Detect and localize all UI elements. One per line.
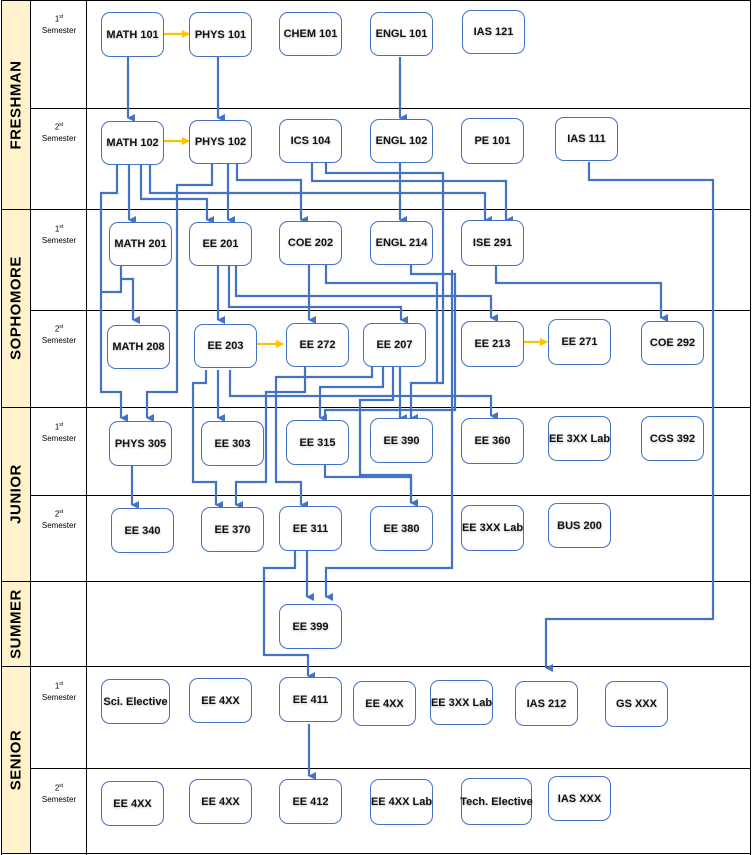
- course-ias-xxx[interactable]: IAS XXX: [548, 776, 611, 821]
- grid-line: [1, 0, 2, 855]
- course-ee-390[interactable]: EE 390: [370, 418, 433, 463]
- course-ee-4xx-senior-1b[interactable]: EE 4XX: [353, 681, 416, 726]
- course-ee-412[interactable]: EE 412: [279, 779, 342, 824]
- course-ee-3xx-lab-senior[interactable]: EE 3XX Lab: [430, 680, 493, 725]
- course-gs-xxx[interactable]: GS XXX: [605, 681, 668, 727]
- course-ee-411[interactable]: EE 411: [279, 677, 342, 722]
- course-ee-207[interactable]: EE 207: [363, 323, 426, 367]
- course-pe-101[interactable]: PE 101: [461, 118, 524, 164]
- connector-math102-ise291: [148, 165, 492, 224]
- course-ias-121[interactable]: IAS 121: [462, 10, 525, 54]
- course-ee-311[interactable]: EE 311: [279, 506, 342, 551]
- connector-ee311-ee411: [262, 550, 315, 680]
- course-bus-200[interactable]: BUS 200: [548, 503, 611, 548]
- course-engl-102[interactable]: ENGL 102: [370, 119, 433, 163]
- connector-ee203-ee360: [228, 370, 498, 420]
- course-phys-102[interactable]: PHYS 102: [189, 120, 252, 164]
- course-math-101[interactable]: MATH 101: [101, 12, 164, 57]
- year-band-senior: SENIOR: [2, 666, 31, 854]
- connector-ee207-ee311: [274, 366, 374, 509]
- course-ee-360[interactable]: EE 360: [461, 418, 524, 464]
- connector-ee203-ee370: [191, 370, 223, 509]
- course-ee-4xx-senior-1a[interactable]: EE 4XX: [189, 678, 252, 723]
- course-sci-elective[interactable]: Sci. Elective: [101, 679, 170, 724]
- course-ee-213[interactable]: EE 213: [461, 321, 524, 367]
- course-ee-4xx-lab[interactable]: EE 4XX Lab: [370, 779, 433, 825]
- connector-ee201-ee207: [227, 265, 408, 324]
- year-band-junior: JUNIOR: [2, 407, 31, 581]
- course-ee-380[interactable]: EE 380: [370, 506, 433, 551]
- course-tech-elective[interactable]: Tech. Elective: [460, 778, 533, 825]
- grid-line: [1, 581, 751, 582]
- course-math-208[interactable]: MATH 208: [107, 325, 170, 369]
- grid-line: [86, 0, 87, 855]
- course-ee-3xx-lab-junior-1[interactable]: EE 3XX Lab: [548, 416, 611, 461]
- year-band-summer: SUMMER: [2, 581, 31, 666]
- course-ee-203[interactable]: EE 203: [194, 324, 257, 368]
- year-band-sophomore: SOPHOMORE: [2, 209, 31, 407]
- year-band-freshman: FRESHMAN: [2, 1, 31, 209]
- grid-line: [31, 768, 751, 769]
- grid-line: [1, 209, 751, 210]
- course-chem-101[interactable]: CHEM 101: [279, 12, 342, 56]
- course-ee-340[interactable]: EE 340: [111, 508, 174, 553]
- connector-ise291-coe292: [494, 265, 668, 322]
- connector-ias111-ias212: [544, 162, 715, 672]
- grid-line: [1, 0, 751, 1]
- connector-math201-math208: [119, 265, 140, 324]
- course-ias-212[interactable]: IAS 212: [515, 681, 578, 726]
- grid-line: [1, 666, 751, 667]
- connector-engl214-ee380: [323, 265, 457, 503]
- connector-phys102-phys305: [145, 162, 214, 422]
- connector-math102-ee201: [139, 165, 214, 224]
- grid-line: [31, 310, 751, 311]
- connector-coe202-ee390: [324, 265, 439, 382]
- course-ee-201[interactable]: EE 201: [189, 222, 252, 266]
- course-ee-4xx-senior-2b[interactable]: EE 4XX: [189, 779, 252, 824]
- connector-ee207-ee380: [358, 366, 418, 507]
- connector-ee201-ee213: [234, 265, 498, 322]
- grid-line: [31, 108, 751, 109]
- grid-line: [1, 407, 751, 408]
- connector-math201-phys305: [101, 279, 123, 294]
- grid-line: [750, 0, 751, 855]
- course-ics-104[interactable]: ICS 104: [279, 119, 342, 163]
- connector-ee272-ee370: [234, 366, 307, 509]
- grid-line: [1, 853, 751, 854]
- course-engl-101[interactable]: ENGL 101: [370, 12, 433, 56]
- course-ise-291[interactable]: ISE 291: [461, 220, 524, 266]
- course-phys-101[interactable]: PHYS 101: [189, 12, 252, 57]
- course-math-102[interactable]: MATH 102: [101, 121, 164, 165]
- course-ee-3xx-lab-junior-2[interactable]: EE 3XX Lab: [461, 505, 524, 551]
- course-ee-399[interactable]: EE 399: [279, 604, 342, 649]
- course-ee-4xx-senior-2a[interactable]: EE 4XX: [101, 781, 164, 826]
- course-cgs-392[interactable]: CGS 392: [641, 416, 704, 461]
- course-coe-292[interactable]: COE 292: [641, 321, 704, 365]
- course-ias-111[interactable]: IAS 111: [555, 117, 618, 161]
- course-ee-315[interactable]: EE 315: [286, 420, 349, 465]
- connector-ics104-ise291: [310, 162, 513, 224]
- course-engl-214[interactable]: ENGL 214: [370, 221, 433, 265]
- course-ee-272[interactable]: EE 272: [286, 323, 349, 367]
- connector-phys102-coe202: [235, 162, 308, 224]
- course-math-201[interactable]: MATH 201: [109, 222, 172, 266]
- connector-engl214-ee399: [324, 270, 454, 601]
- course-ee-303[interactable]: EE 303: [201, 421, 264, 466]
- course-phys-305[interactable]: PHYS 305: [109, 421, 172, 466]
- course-coe-202[interactable]: COE 202: [279, 221, 342, 265]
- course-ee-370[interactable]: EE 370: [201, 507, 264, 552]
- grid-line: [31, 495, 751, 496]
- connector-ee207-ee315: [318, 366, 385, 422]
- course-ee-271[interactable]: EE 271: [548, 319, 611, 365]
- connector-ics104-ee390: [324, 162, 445, 422]
